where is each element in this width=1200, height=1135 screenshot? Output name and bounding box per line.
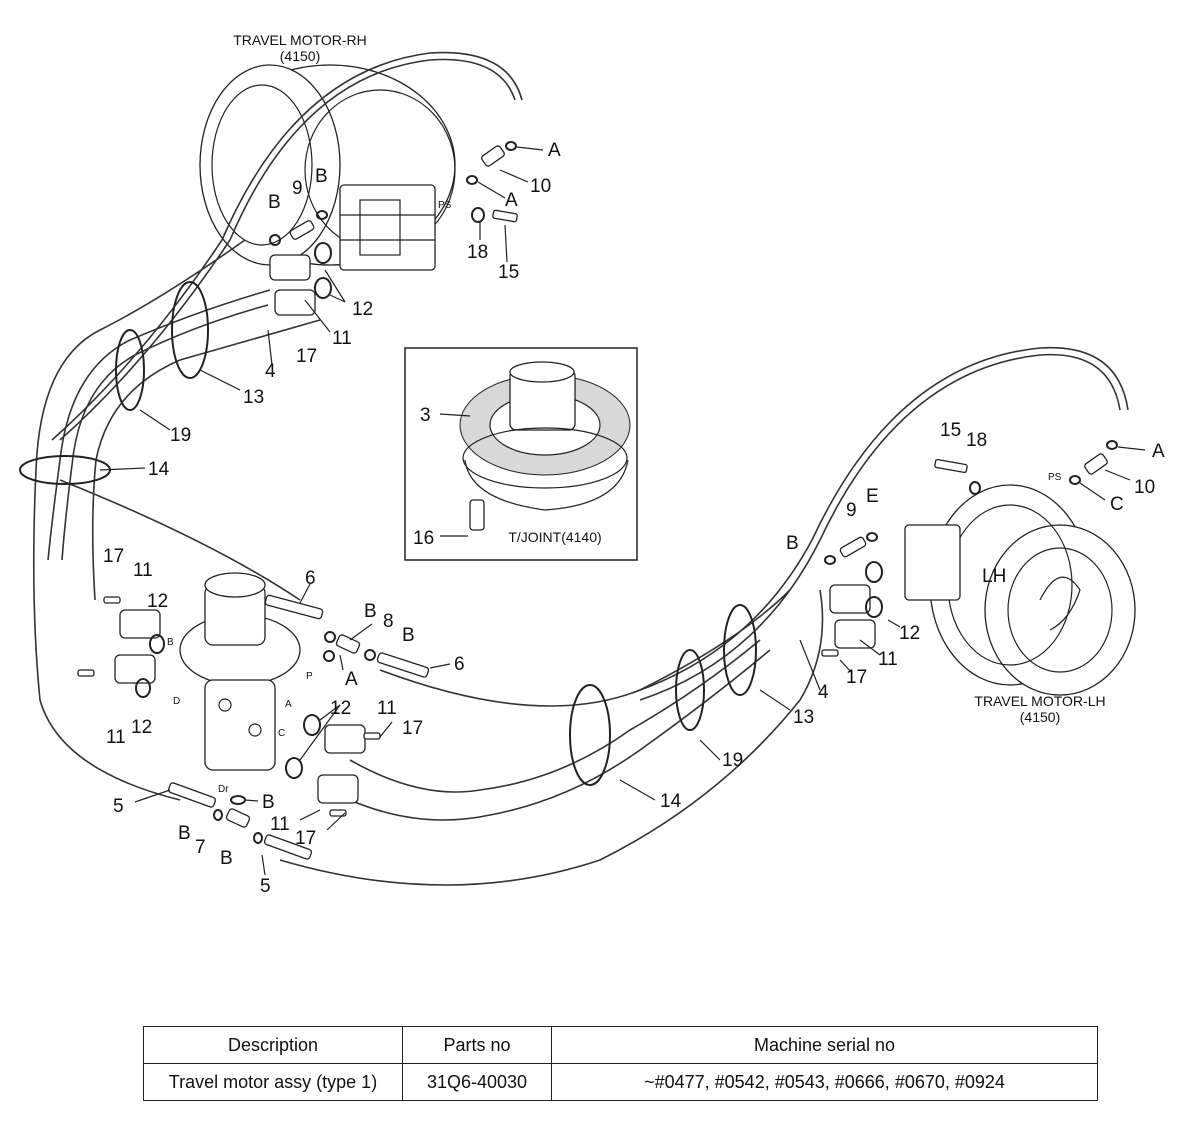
callout-label: 14 xyxy=(148,459,170,480)
header-description: Description xyxy=(143,1026,403,1064)
callout-label: B xyxy=(315,166,328,187)
callout-label: B xyxy=(178,823,191,844)
callout-label: 11 xyxy=(332,328,352,349)
motor-lh-code: (4150) xyxy=(1020,709,1060,725)
callout-label: 12 xyxy=(131,717,152,738)
motor-lh-title: TRAVEL MOTOR-LH xyxy=(974,693,1105,709)
callout-label: 11 xyxy=(133,560,153,581)
callout-label: B xyxy=(220,848,233,869)
cell-description: Travel motor assy (type 1) xyxy=(143,1063,403,1101)
callout-label: 3 xyxy=(420,405,431,426)
callout-label: 5 xyxy=(260,876,271,897)
hydraulic-travel-motor-diagram: TRAVEL MOTOR-RH (4150) TRAVEL MOTOR-LH (… xyxy=(19,32,1165,897)
callout-label: C xyxy=(1110,494,1124,515)
callout-label: 4 xyxy=(265,361,276,382)
callout-label: 10 xyxy=(1134,477,1155,498)
motor-rh-code: (4150) xyxy=(280,48,320,64)
callout-label: 13 xyxy=(793,707,814,728)
port-label: P xyxy=(306,671,313,682)
callout-label: 11 xyxy=(106,727,126,748)
port-label: PS xyxy=(438,200,452,211)
leader-lines xyxy=(99,146,1146,876)
callout-label: 13 xyxy=(243,387,264,408)
callout-label: 18 xyxy=(966,430,987,451)
table-row: Travel motor assy (type 1) 31Q6-40030 ~#… xyxy=(143,1063,1098,1101)
fittings-and-bolts xyxy=(77,145,1108,860)
callout-label: E xyxy=(866,486,879,507)
callout-label: 7 xyxy=(195,837,206,858)
motor-rh-title: TRAVEL MOTOR-RH xyxy=(233,32,367,48)
callout-label: 15 xyxy=(498,262,519,283)
center-manifold xyxy=(179,572,301,771)
parts-table: Description Parts no Machine serial no T… xyxy=(143,1026,1098,1101)
cell-serial: ~#0477, #0542, #0543, #0666, #0670, #092… xyxy=(551,1063,1098,1101)
callout-label: 12 xyxy=(899,623,920,644)
header-serial: Machine serial no xyxy=(551,1026,1098,1064)
callout-labels: A 10 A 9 B B 18 15 12 11 17 4 13 19 14 3… xyxy=(103,140,1165,897)
callout-label: 19 xyxy=(722,750,743,771)
port-labels: PS PS P A C D B Dr xyxy=(167,200,1062,795)
cell-parts-no: 31Q6-40030 xyxy=(402,1063,552,1101)
callout-label: 10 xyxy=(530,176,551,197)
callout-label: 19 xyxy=(170,425,191,446)
parts-table-header: Description Parts no Machine serial no xyxy=(143,1026,1098,1064)
callout-label: A xyxy=(548,140,561,161)
callout-label: B xyxy=(364,601,377,622)
callout-label: A xyxy=(505,190,518,211)
callout-label: 18 xyxy=(467,242,488,263)
callout-label: A xyxy=(345,669,358,690)
callout-label: 17 xyxy=(103,546,124,567)
inset-t-joint xyxy=(404,347,638,561)
callout-label: 4 xyxy=(818,682,829,703)
callout-label: 12 xyxy=(352,299,373,320)
callout-label: 9 xyxy=(846,500,857,521)
callout-label: 8 xyxy=(383,611,394,632)
callout-label: 11 xyxy=(270,814,290,835)
callout-label: 17 xyxy=(295,828,316,849)
callout-label: 9 xyxy=(292,178,303,199)
hose-bands xyxy=(19,281,757,786)
callout-label: B xyxy=(786,533,799,554)
port-label: PS xyxy=(1048,472,1062,483)
callout-label: 16 xyxy=(413,528,434,549)
callout-label: 12 xyxy=(147,591,168,612)
callout-label: 12 xyxy=(330,698,351,719)
port-label: D xyxy=(173,696,180,707)
port-label: C xyxy=(278,728,285,739)
o-rings xyxy=(135,141,1118,844)
port-label: B xyxy=(167,637,174,648)
port-label: A xyxy=(285,699,292,710)
callout-label: 5 xyxy=(113,796,124,817)
callout-label: 11 xyxy=(377,698,397,719)
callout-label: 6 xyxy=(454,654,465,675)
port-label: Dr xyxy=(218,784,229,795)
callout-label: 17 xyxy=(296,346,317,367)
callout-label: 17 xyxy=(846,667,867,688)
callout-label: B xyxy=(402,625,415,646)
travel-motor-lh xyxy=(904,484,1136,696)
callout-label: B xyxy=(262,792,275,813)
callout-label: A xyxy=(1152,441,1165,462)
header-parts-no: Parts no xyxy=(402,1026,552,1064)
motor-lh-badge: LH xyxy=(982,566,1006,587)
callout-label: 15 xyxy=(940,420,961,441)
callout-label: 11 xyxy=(878,649,898,670)
hose-routing xyxy=(32,51,1129,886)
callout-label: 14 xyxy=(660,791,682,812)
callout-label: B xyxy=(268,192,281,213)
callout-label: 6 xyxy=(305,568,316,589)
joint-label: T/JOINT(4140) xyxy=(508,529,601,545)
callout-label: 17 xyxy=(402,718,423,739)
split-flanges xyxy=(114,254,876,804)
